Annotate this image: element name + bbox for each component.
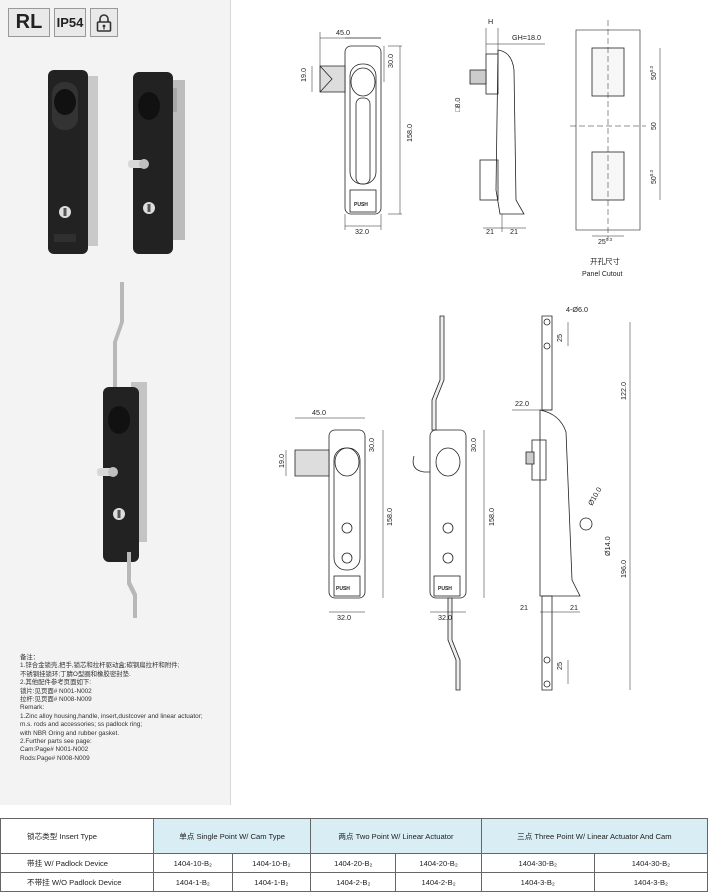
push-label: PUSH xyxy=(354,202,368,208)
note-line: 2.Further parts see page: xyxy=(20,738,92,746)
side-view-single-point xyxy=(469,28,545,232)
dim-text: 158.0 xyxy=(405,124,414,142)
table-header-cell: 锁芯类型 Insert Type xyxy=(0,818,154,854)
note-line: 不锈钢挂锁环;丁腈O型圈和橡胶密封垫. xyxy=(20,670,131,678)
table-cell: 1404-20-B₂ xyxy=(395,853,482,873)
note-line: 锁片:见页面# N001-N002 xyxy=(20,687,92,695)
badge-row: RL IP54 xyxy=(8,8,118,37)
product-photo-panel: RL IP54 xyxy=(0,0,231,805)
row-label: 带挂 W/ Padlock Device xyxy=(0,853,154,873)
dim-text: GH=18.0 xyxy=(512,33,541,42)
table-cell: 1404-10-B₂ xyxy=(231,853,312,873)
tolerance: 0.3 xyxy=(649,65,654,72)
table-header-row: 锁芯类型 Insert Type 单点 Single Point W/ Cam … xyxy=(0,818,709,854)
panel-cutout-view xyxy=(570,20,661,240)
table-cell: 1404-2-B₂ xyxy=(395,872,482,892)
table-row: 不带挂 W/O Padlock Device 1404-1-B₂ 1404-1-… xyxy=(0,872,709,892)
table-cell: 1404-20-B₂ xyxy=(310,853,397,873)
cutout-label-en: Panel Cutout xyxy=(582,271,623,278)
product-photo-padlock xyxy=(128,72,185,254)
dim-text: 196.0 xyxy=(619,560,628,578)
table-cell: 1404-1-B₂ xyxy=(153,872,233,892)
table-header-cell: 单点 Single Point W/ Cam Type xyxy=(152,818,312,854)
dim-text: 21 xyxy=(486,227,494,236)
dim-text: 30.0 xyxy=(386,54,395,68)
dim-text: Ø10.0 xyxy=(586,486,604,507)
push-label: PUSH xyxy=(336,586,350,592)
table-row: 带挂 W/ Padlock Device 1404-10-B₂ 1404-10-… xyxy=(0,853,709,873)
dim-text: Ø14.0 xyxy=(603,536,612,556)
padlock-icon xyxy=(90,8,118,37)
note-line: Remark: xyxy=(20,704,45,712)
table-header-cell: 两点 Two Point W/ Linear Actuator xyxy=(310,818,482,854)
product-photo-single-point xyxy=(48,70,98,254)
dim-text: 500.3 xyxy=(649,65,658,80)
dim-text: 4-Ø6.0 xyxy=(566,305,588,314)
note-line: 1.Zinc alloy housing,handle, insert,dust… xyxy=(20,712,203,720)
table-cell: 1404-30-B₂ xyxy=(593,853,709,873)
front-view-three-point xyxy=(412,315,485,691)
dim-text: 32.0 xyxy=(337,613,351,622)
dim-text: 122.0 xyxy=(619,382,628,400)
dim-value: 25 xyxy=(598,239,606,246)
dim-text: 30.0 xyxy=(367,438,376,452)
front-view-single-point xyxy=(311,32,402,230)
table-cell: 1404-30-B₂ xyxy=(480,853,595,873)
dim-text: 30.0 xyxy=(469,438,478,452)
note-line: m.s. rods and accessories; ss padlock ri… xyxy=(20,721,143,729)
push-label: PUSH xyxy=(438,586,452,592)
dim-text: 32.0 xyxy=(438,613,452,622)
table-cell: 1404-3-B₂ xyxy=(593,872,709,892)
technical-drawings: 45.0 19.0 30.0 158.0 32.0 PUSH H GH=18.0… xyxy=(277,17,661,691)
dim-text: 45.0 xyxy=(312,408,326,417)
series-badge: RL xyxy=(8,8,50,37)
product-photo-three-point xyxy=(97,282,147,618)
note-line: 2.其他配件参考页面如下: xyxy=(20,679,92,687)
dim-text: 22.0 xyxy=(515,399,529,408)
note-line: 备注： xyxy=(20,654,40,661)
note-line: 拉杆:见页面# N008-N009 xyxy=(20,696,92,704)
dim-text: 25 xyxy=(555,334,564,342)
side-view-three-point xyxy=(512,315,631,691)
dim-text: 19.0 xyxy=(299,68,308,82)
tolerance: 0.3 xyxy=(606,237,613,242)
note-line: with NBR Oring and rubber gasket. xyxy=(20,729,120,737)
dim-text: 21 xyxy=(570,603,578,612)
note-line: 1.锌合金锁壳,把手,锁芯和拉杆驱动盒;碳钢扁拉杆和附件; xyxy=(20,662,180,670)
note-line: Cam:Page# N001-N002 xyxy=(20,746,89,754)
dim-text: 21 xyxy=(520,603,528,612)
dim-text: 158.0 xyxy=(487,508,496,526)
dim-text: 250.3 xyxy=(598,237,613,246)
table-cell: 1404-1-B₂ xyxy=(231,872,312,892)
cutout-label-cn: 开孔尺寸 xyxy=(590,256,620,266)
dim-text: 45.0 xyxy=(336,28,350,37)
dim-text: 25 xyxy=(555,662,564,670)
note-line: Rods:Page# N008-N009 xyxy=(20,754,90,762)
dim-text: □8.0 xyxy=(453,98,462,112)
dim-value: 50 xyxy=(651,72,658,80)
part-number-table: 锁芯类型 Insert Type 单点 Single Point W/ Cam … xyxy=(0,818,709,892)
table-cell: 1404-10-B₂ xyxy=(153,853,233,873)
ip-rating-badge: IP54 xyxy=(54,8,86,37)
front-view-two-point xyxy=(285,417,384,613)
table-cell: 1404-2-B₂ xyxy=(310,872,397,892)
row-label: 不带挂 W/O Padlock Device xyxy=(0,872,154,892)
dim-text: 32.0 xyxy=(355,227,369,236)
tolerance: 0.3 xyxy=(649,169,654,176)
dim-text: 21 xyxy=(510,227,518,236)
dim-text: 158.0 xyxy=(385,508,394,526)
dim-text: 500.3 xyxy=(649,169,658,184)
dim-value: 50 xyxy=(651,176,658,184)
table-cell: 1404-3-B₂ xyxy=(480,872,595,892)
remarks-notes: 备注： 1.锌合金锁壳,把手,锁芯和拉杆驱动盒;碳钢扁拉杆和附件; 不锈钢挂锁环… xyxy=(20,654,225,763)
dim-text: 50 xyxy=(651,122,658,130)
dim-text: H xyxy=(488,17,493,26)
dim-text: 19.0 xyxy=(277,454,286,468)
table-header-cell: 三点 Three Point W/ Linear Actuator And Ca… xyxy=(480,818,709,854)
